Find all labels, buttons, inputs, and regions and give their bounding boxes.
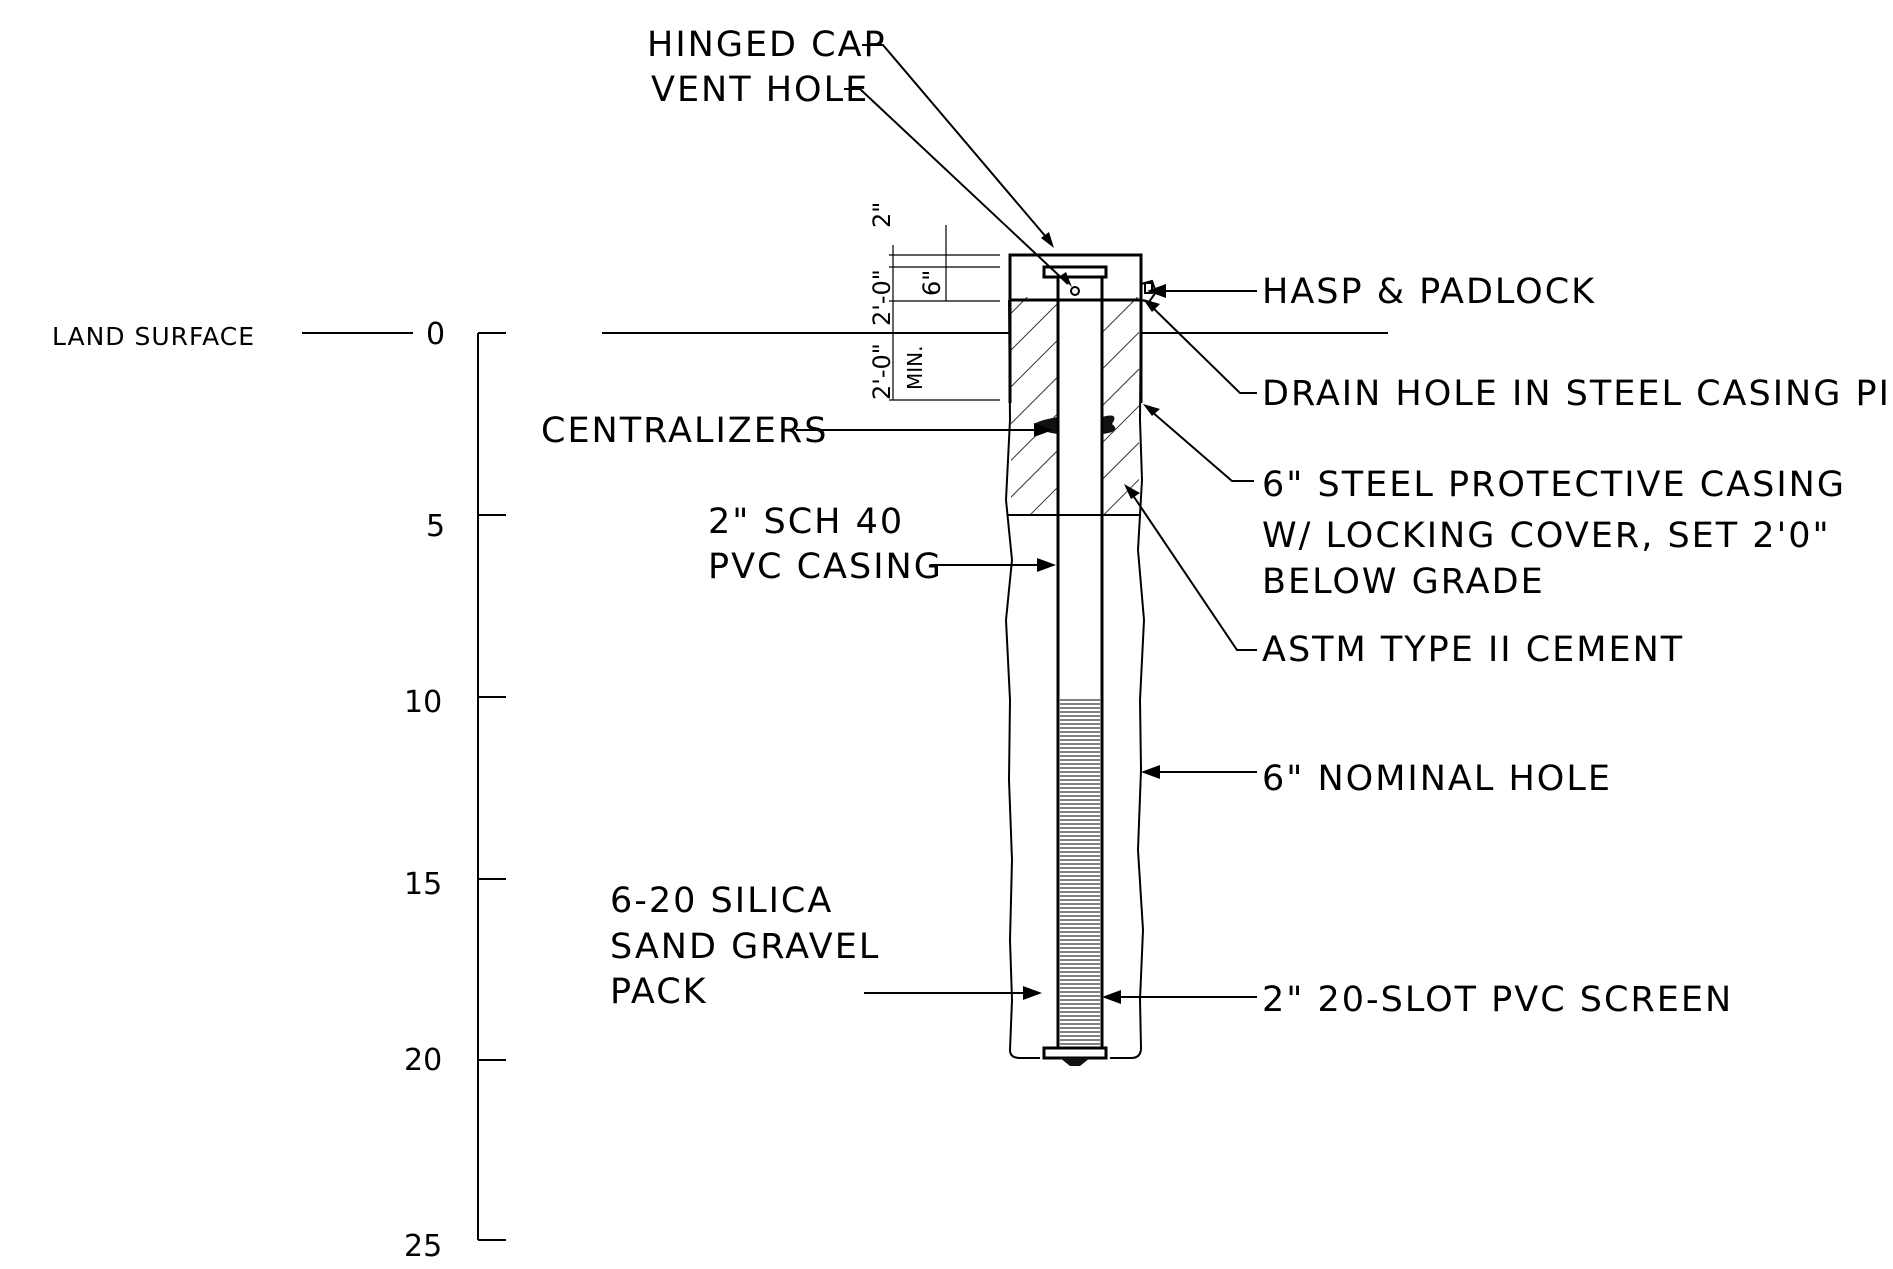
label-gravel-pack-2: SAND GRAVEL [610, 927, 880, 967]
dimension-annotations: 2" 2'-0" 6" 2'-0" MIN. [868, 202, 1000, 401]
leader-steel-casing [1150, 410, 1254, 482]
label-cement: ASTM TYPE II CEMENT [1262, 630, 1684, 670]
steel-casing-above-grade [1008, 253, 1143, 302]
label-vent-hole: VENT HOLE [651, 70, 869, 110]
label-steel-casing-3: BELOW GRADE [1262, 562, 1545, 602]
pvc-bottom-plug [1060, 1058, 1090, 1066]
vent-hole-icon [1070, 286, 1080, 296]
leader-hinged-cap [862, 44, 1053, 245]
label-drain-hole: DRAIN HOLE IN STEEL CASING PIPE [1262, 374, 1893, 414]
label-steel-casing-2: W/ LOCKING COVER, SET 2'0" [1262, 516, 1831, 556]
land-surface-label: LAND SURFACE [52, 322, 255, 351]
label-nominal-hole: 6" NOMINAL HOLE [1262, 759, 1612, 799]
dim-2in: 2" [868, 202, 896, 228]
leader-drain-hole [1147, 302, 1257, 394]
depth-label-0: 0 [426, 317, 445, 352]
depth-label-10: 10 [404, 685, 442, 720]
dim-below-2ft: 2'-0" [868, 343, 896, 400]
label-pvc-casing-2: PVC CASING [708, 547, 943, 587]
leader-cement [1129, 490, 1257, 651]
cement-annulus-left [1011, 297, 1058, 515]
depth-label-20: 20 [404, 1043, 442, 1078]
label-centralizers: CENTRALIZERS [541, 411, 828, 451]
label-screen: 2" 20-SLOT PVC SCREEN [1262, 980, 1733, 1020]
pvc-end-cap [1042, 1046, 1108, 1060]
depth-label-5: 5 [426, 509, 445, 544]
label-hasp-padlock: HASP & PADLOCK [1262, 272, 1596, 312]
dim-min: MIN. [903, 346, 927, 390]
dim-cover-2ft: 2'-0" [868, 269, 896, 326]
pvc-casing [1042, 265, 1108, 1066]
label-gravel-pack-1: 6-20 SILICA [610, 881, 833, 921]
leader-vent-hole [844, 88, 1069, 285]
callout-labels: HINGED CAP VENT HOLE HASP & PADLOCK DRAI… [541, 25, 1893, 1020]
pvc-screen-slots [1060, 699, 1100, 1045]
depth-label-15: 15 [404, 867, 442, 902]
label-pvc-casing-1: 2" SCH 40 [708, 502, 904, 542]
borehole [1004, 297, 1146, 1059]
land-surface: LAND SURFACE [52, 322, 1388, 351]
depth-label-25: 25 [404, 1229, 442, 1264]
centralizer-right [1102, 415, 1116, 434]
dim-cap-6in: 6" [918, 270, 946, 296]
nominal-hole-left-wall [1004, 299, 1040, 1059]
label-steel-casing-1: 6" STEEL PROTECTIVE CASING [1262, 465, 1846, 505]
nominal-hole-right-wall [1110, 299, 1146, 1059]
label-gravel-pack-3: PACK [610, 972, 708, 1012]
callout-leaders [796, 44, 1257, 1004]
depth-scale: 0 5 10 15 20 25 [404, 317, 506, 1264]
cement-annulus-right [1102, 297, 1139, 515]
label-hinged-cap: HINGED CAP [647, 25, 887, 65]
pvc-top-cap [1042, 265, 1108, 279]
